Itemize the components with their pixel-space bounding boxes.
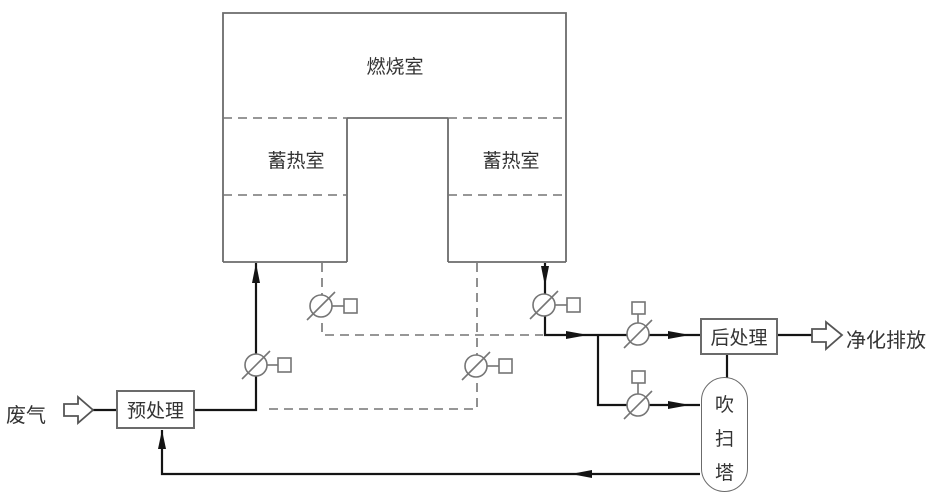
arrow-right-into-purge-tower-icon — [668, 401, 690, 409]
stream-block-arrows — [63, 320, 844, 425]
regenerator-right-label: 蓄热室 — [482, 150, 540, 172]
purge-tower-vessel: 吹扫塔 — [701, 377, 748, 492]
pretreatment-box: 预处理 — [116, 390, 195, 429]
arrow-right-into-posttreatment-icon — [668, 331, 690, 339]
valve-right-inlet-icon — [461, 351, 513, 381]
standby-pipes — [268, 263, 543, 410]
posttreatment-label: 后处理 — [710, 327, 768, 349]
furnace-dashed-boundaries — [223, 117, 566, 196]
waste-gas-label: 废气 — [6, 403, 46, 427]
waste-gas-inlet-arrow-icon — [63, 395, 95, 425]
valve-left-inlet-icon — [241, 350, 292, 380]
arrow-left-return-line-icon — [571, 470, 592, 478]
pipe-pretreatment-to-left-chamber — [195, 263, 258, 412]
furnace-outline — [222, 12, 567, 263]
regenerator-left-label: 蓄热室 — [267, 150, 325, 172]
valve-left-outlet-icon — [306, 291, 358, 321]
purge-tower-label: 吹扫塔 — [714, 394, 734, 484]
posttreatment-box: 后处理 — [700, 318, 778, 355]
valve-purge-tower-line-icon — [623, 370, 653, 420]
arrow-up-into-pretreatment-icon — [158, 430, 166, 449]
pipe-tower-return-to-pretreatment — [160, 430, 700, 476]
pipe-branch-to-purge-tower — [596, 335, 700, 407]
purified-discharge-arrow-icon — [811, 320, 844, 351]
purified-discharge-label: 净化排放 — [846, 328, 926, 352]
pretreatment-label: 预处理 — [126, 400, 184, 422]
standby-pipe-right-inlet — [268, 263, 478, 410]
arrow-up-into-left-chamber-icon — [252, 263, 260, 283]
combustion-chamber-label: 燃烧室 — [366, 56, 424, 78]
standby-pipe-left-outlet — [321, 263, 543, 336]
arrow-right-main-outlet-icon — [566, 331, 588, 339]
arrow-down-from-right-chamber-icon — [541, 266, 549, 286]
combustion-chamber-outline — [222, 12, 567, 262]
flow-arrowheads — [158, 263, 690, 478]
valve-posttreatment-line-icon — [623, 301, 653, 349]
valve-right-outlet-icon — [529, 290, 581, 320]
valves — [241, 290, 653, 420]
